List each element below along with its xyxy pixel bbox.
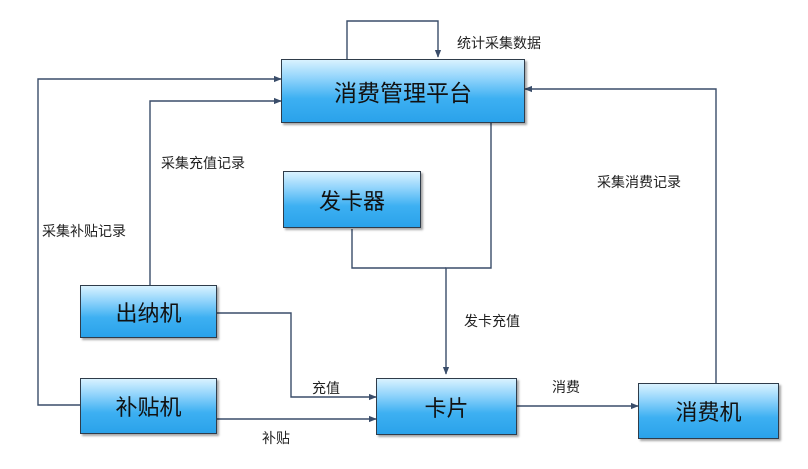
node-card: 卡片 xyxy=(376,378,517,435)
edge-collect-consume xyxy=(524,85,717,383)
edge-issuer-card xyxy=(351,229,446,269)
label-stats: 统计采集数据 xyxy=(457,36,541,52)
label-consume: 消费 xyxy=(552,380,580,396)
node-card-label: 卡片 xyxy=(424,396,469,422)
node-pos: 消费机 xyxy=(638,383,779,439)
node-issuer-label: 发卡器 xyxy=(318,189,385,215)
node-cashier-label: 出纳机 xyxy=(115,301,182,327)
node-issuer: 发卡器 xyxy=(283,171,421,228)
edge-collect-subsidy xyxy=(37,75,282,406)
node-subsidy-machine: 补贴机 xyxy=(80,378,217,434)
node-platform: 消费管理平台 xyxy=(281,59,525,123)
node-subsidy-machine-label: 补贴机 xyxy=(115,396,182,421)
node-platform-label: 消费管理平台 xyxy=(334,81,472,107)
node-pos-label: 消费机 xyxy=(675,401,742,426)
label-recharge: 充值 xyxy=(312,381,340,397)
label-collect-subsidy: 采集补贴记录 xyxy=(42,224,126,240)
label-issue-recharge: 发卡充值 xyxy=(464,314,520,330)
label-collect-recharge: 采集充值记录 xyxy=(161,156,245,172)
node-cashier: 出纳机 xyxy=(80,285,217,338)
edge-stats-loop xyxy=(346,20,442,59)
edge-platform-card xyxy=(442,123,492,375)
label-subsidy: 补贴 xyxy=(262,431,290,447)
edge-recharge xyxy=(217,312,377,401)
edge-collect-recharge xyxy=(149,97,282,285)
label-collect-consume: 采集消费记录 xyxy=(597,175,681,191)
